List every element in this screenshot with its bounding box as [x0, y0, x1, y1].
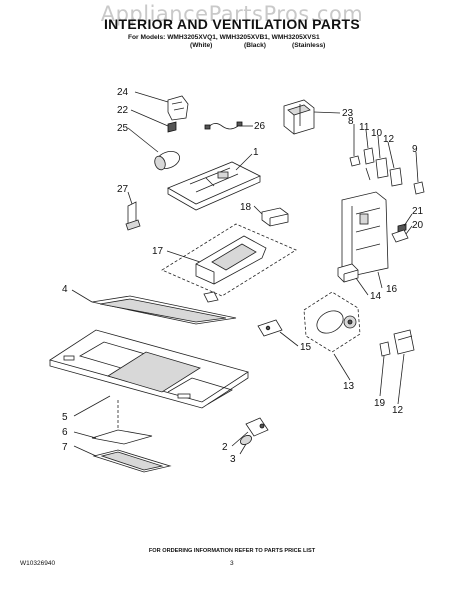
callout-15: 15	[300, 342, 312, 353]
callout-26: 26	[254, 121, 266, 132]
part-12-switch-lower	[393, 329, 415, 355]
callout-25: 25	[117, 123, 129, 134]
callout-16: 16	[386, 284, 398, 295]
callout-8: 8	[348, 116, 354, 127]
part-27-post	[125, 201, 141, 231]
part-17-duct	[161, 223, 297, 297]
callout-labels: 24 22 25 26 23 1 27 18 8 11 10 12 9 21 2…	[62, 87, 424, 465]
part-4-filter	[91, 295, 237, 325]
part-12-switch-upper	[389, 167, 403, 187]
callout-14: 14	[370, 291, 382, 302]
document-number: W10326940	[20, 560, 56, 567]
part-14-block	[337, 263, 359, 283]
part-9-fuse	[413, 181, 425, 195]
finish-black: (Black)	[244, 42, 266, 49]
callout-12-lower: 12	[392, 405, 404, 416]
part-26-wire	[204, 121, 243, 130]
callout-21: 21	[412, 206, 424, 217]
callout-11: 11	[359, 122, 370, 133]
callout-17: 17	[152, 246, 164, 257]
callout-23: 23	[342, 108, 354, 119]
part-7-filter	[92, 449, 172, 473]
leader-lines	[71, 91, 419, 457]
callout-6: 6	[62, 427, 68, 438]
callout-10: 10	[371, 128, 383, 139]
callout-27: 27	[117, 184, 129, 195]
callout-1: 1	[253, 147, 259, 158]
callout-12-upper: 12	[383, 134, 395, 145]
part-24-bracket	[167, 95, 189, 121]
callout-22: 22	[117, 105, 129, 116]
finish-stainless: (Stainless)	[292, 42, 326, 49]
callout-18: 18	[240, 202, 252, 213]
callout-13: 13	[343, 381, 355, 392]
finish-white: (White)	[190, 42, 213, 49]
part-11-switch	[363, 147, 375, 181]
callout-4: 4	[62, 284, 68, 295]
part-16-control-bracket	[341, 191, 389, 277]
callout-24: 24	[117, 87, 129, 98]
callout-5: 5	[62, 412, 68, 423]
part-10-switch	[375, 157, 389, 179]
part-15-switch	[257, 319, 283, 337]
callout-3: 3	[230, 454, 236, 465]
part-1-mounting-plate	[167, 161, 261, 211]
ordering-note: FOR ORDERING INFORMATION REFER TO PARTS …	[148, 548, 316, 554]
part-22-screw	[167, 121, 177, 133]
part-6-filter	[91, 429, 153, 445]
part-13-motor	[303, 291, 361, 353]
part-25-capacitor	[154, 151, 181, 171]
callout-20: 20	[412, 220, 424, 231]
part-23-transformer	[283, 99, 315, 135]
callout-19: 19	[374, 398, 386, 409]
models-line: For Models: WMH3205XVQ1, WMH3205XVB1, WM…	[128, 34, 320, 41]
callout-2: 2	[222, 442, 228, 453]
part-19-switch	[379, 341, 391, 357]
part-2-socket	[245, 417, 269, 437]
part-18-block	[261, 207, 289, 227]
part-20-cover	[391, 229, 409, 243]
callout-9: 9	[412, 144, 418, 155]
page-number: 3	[230, 560, 234, 567]
part-5-bottom-panel	[49, 329, 249, 409]
part-8-switch	[349, 155, 361, 167]
part-3-bulb	[240, 435, 252, 445]
part-17-clip	[203, 291, 219, 303]
page-title: INTERIOR AND VENTILATION PARTS	[103, 16, 361, 32]
callout-7: 7	[62, 442, 68, 453]
watermark: AppliancePartsPros.com	[100, 2, 364, 26]
